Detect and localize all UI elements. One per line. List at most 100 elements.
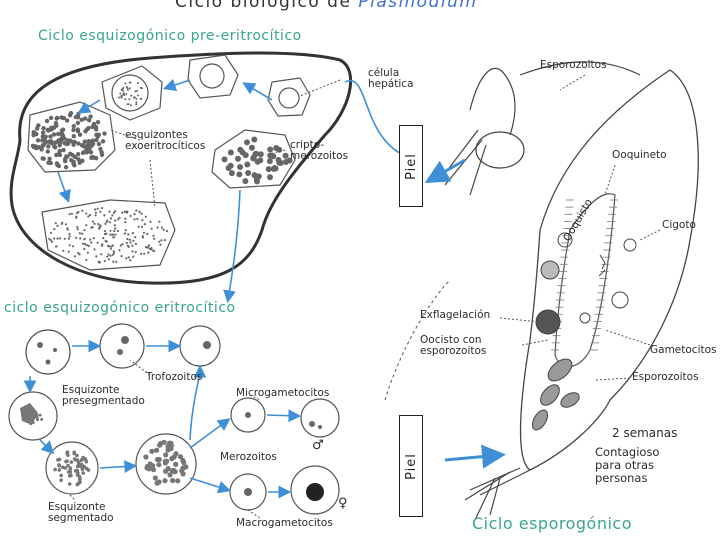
stipple-dot: [159, 243, 162, 246]
stipple-dot: [85, 224, 88, 227]
stipple-dot: [97, 223, 100, 226]
salivary-gland: [531, 358, 580, 431]
stipple-dot: [135, 98, 138, 100]
stipple-dot: [80, 150, 86, 155]
stipple-dot: [248, 144, 255, 151]
stipple-dot: [125, 85, 128, 88]
stipple-dot: [154, 480, 160, 486]
stipple-dot: [75, 236, 78, 239]
stipple-dot: [60, 127, 66, 132]
stipple-dot: [46, 160, 51, 165]
stipple-dot: [29, 422, 33, 426]
stipple-dot: [35, 413, 39, 417]
stipple-dot: [141, 235, 144, 238]
liver-outline: [9, 51, 353, 285]
stipple-dot: [82, 465, 87, 469]
stipple-dot: [153, 250, 156, 253]
label-oocisto-esporozoitos: Oocisto con esporozoitos: [420, 334, 487, 357]
stipple-dot: [120, 255, 123, 258]
stipple-dot: [68, 151, 73, 156]
stipple-dot: [64, 118, 70, 123]
stipple-dot: [221, 156, 228, 163]
stipple-dot: [127, 89, 129, 91]
stipple-dot: [52, 144, 57, 149]
stipple-dot: [99, 225, 102, 228]
stipple-dot: [85, 258, 88, 261]
stipple-dot: [144, 215, 147, 218]
stipple-dot: [132, 239, 135, 242]
stipple-dot: [93, 222, 96, 225]
label-gametocitos: Gametocitos: [650, 344, 717, 356]
stipple-dot: [139, 86, 142, 89]
stipple-dot: [54, 116, 59, 121]
stipple-dot: [65, 451, 69, 455]
rbc-cells: [8, 323, 340, 515]
stipple-dot: [237, 164, 244, 170]
stipple-dot: [39, 147, 44, 152]
stipple-dot: [140, 212, 143, 215]
stipple-dot: [61, 115, 66, 121]
stipple-dot: [150, 463, 156, 469]
stipple-dot: [93, 248, 96, 251]
stipple-dot: [76, 141, 81, 146]
stipple-dot: [228, 170, 235, 177]
stipple-dot: [120, 94, 123, 97]
stipple-dot: [94, 137, 99, 143]
stipple-dot: [57, 468, 62, 472]
stipple-dot: [105, 220, 108, 223]
stipple-dot: [76, 152, 81, 157]
stipple-dot: [77, 160, 82, 165]
stipple-dot: [107, 258, 111, 261]
stipple-dot: [78, 253, 81, 256]
stipple-dot: [71, 123, 77, 129]
stipple-dot: [135, 103, 138, 106]
stipple-dot: [81, 455, 85, 460]
stipple-dot: [59, 478, 63, 483]
stipple-dot: [80, 143, 85, 148]
stipple-dot: [129, 104, 132, 107]
stipple-dot: [56, 138, 61, 143]
mosquito-body: [519, 69, 699, 471]
stipple-dot: [127, 233, 130, 236]
stipple-dot: [47, 156, 52, 161]
stipple-dot: [143, 454, 149, 460]
stipple-dot: [111, 214, 114, 217]
stipple-dot: [225, 165, 232, 171]
stipple-dot: [77, 251, 80, 255]
stipple-dot: [121, 89, 124, 92]
stipple-dot: [112, 252, 115, 255]
stipple-dot: [128, 98, 131, 101]
stipple-dot: [53, 467, 57, 472]
stipple-dot: [156, 456, 162, 463]
stipple-dot: [56, 457, 61, 462]
stipple-dot: [95, 255, 98, 258]
title-part1: Ciclo biológico de: [175, 0, 352, 12]
stipple-dot: [114, 210, 117, 213]
label-esquizontes-exo: esquizontes exoeritrocíticos: [125, 129, 206, 152]
stipple-dot: [41, 126, 46, 131]
stipple-dot: [162, 228, 165, 231]
stipple-dot: [124, 229, 127, 232]
stipple-dot: [125, 211, 128, 214]
skin-box-bottom: Piel: [399, 415, 423, 517]
stipple-dot: [126, 237, 129, 241]
stipple-dot: [90, 226, 93, 229]
stipple-dot: [124, 221, 127, 224]
stipple-dot: [87, 244, 90, 247]
stipple-dot: [152, 475, 158, 481]
stipple-dot: [78, 232, 81, 235]
stipple-dot: [30, 411, 34, 415]
stipple-dot: [56, 237, 59, 240]
stipple-dot: [76, 226, 79, 229]
stipple-dot: [106, 244, 110, 247]
stipple-dot: [91, 220, 95, 223]
stipple-dot: [250, 154, 257, 161]
stipple-dot: [245, 170, 252, 176]
stipple-dot: [67, 250, 70, 253]
stipple-dot: [76, 212, 79, 215]
stipple-dot: [138, 210, 141, 213]
stipple-dot: [56, 151, 62, 157]
stipple-dot: [49, 140, 54, 146]
label-celula-hepatica: célula hepática: [368, 67, 414, 90]
label-exflagelacion: Exflagelación: [420, 309, 491, 321]
